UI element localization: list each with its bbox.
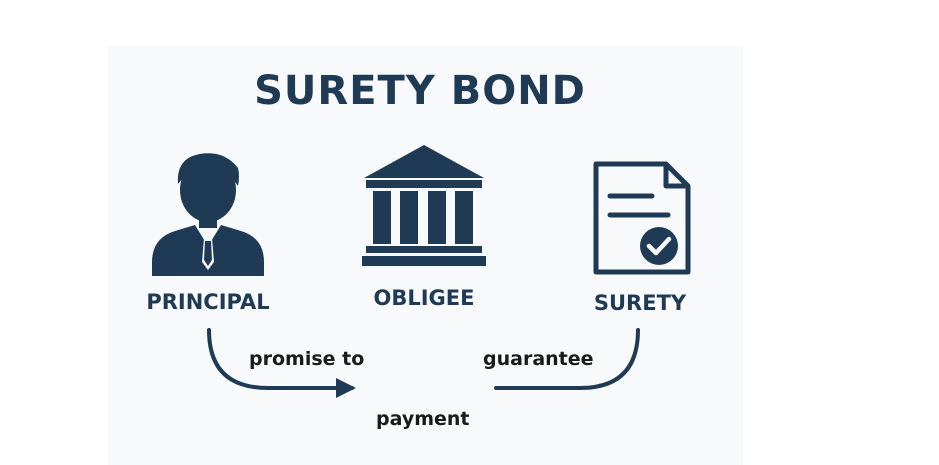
document-check-icon [593, 161, 691, 275]
principal-label: PRINCIPAL [146, 290, 270, 314]
guarantee-label: guarantee [483, 348, 594, 370]
surety-to-obligee-line [494, 328, 640, 390]
principal-to-obligee-arrow [207, 328, 356, 398]
payment-label: payment [376, 408, 470, 430]
surety-label: SURETY [593, 291, 687, 315]
bank-building-icon [362, 145, 486, 266]
obligee-label: OBLIGEE [373, 286, 475, 310]
shirt-collar [196, 226, 220, 270]
promise-to-label: promise to [249, 348, 365, 370]
face-shape [188, 174, 228, 218]
diagram-title: SURETY BOND [254, 68, 586, 114]
